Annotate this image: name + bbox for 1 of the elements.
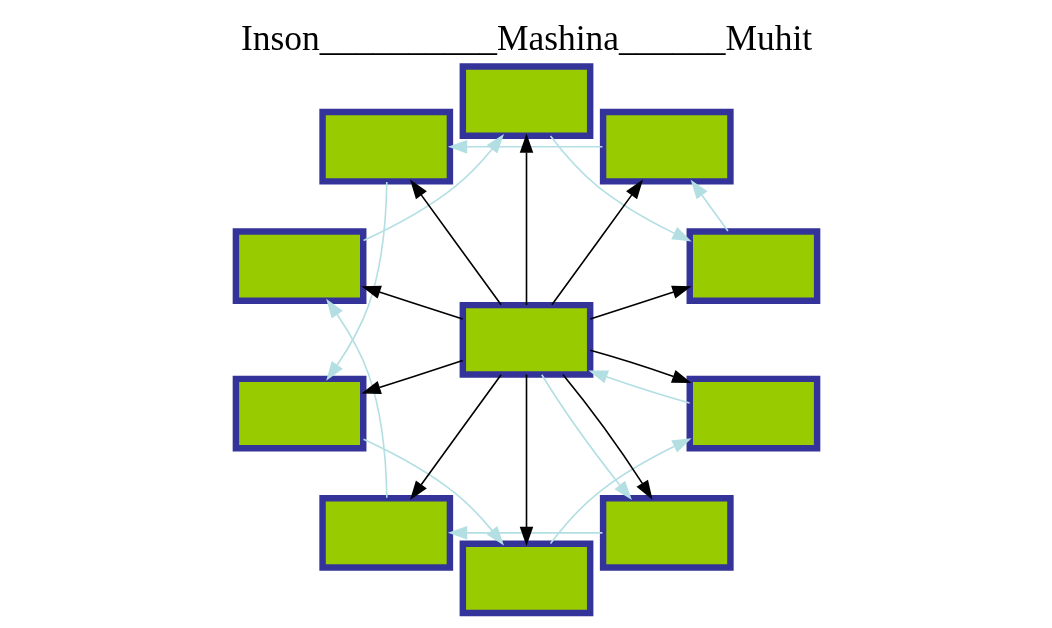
diagram-title: Inson__________Mashina______Muhit [240, 17, 812, 58]
